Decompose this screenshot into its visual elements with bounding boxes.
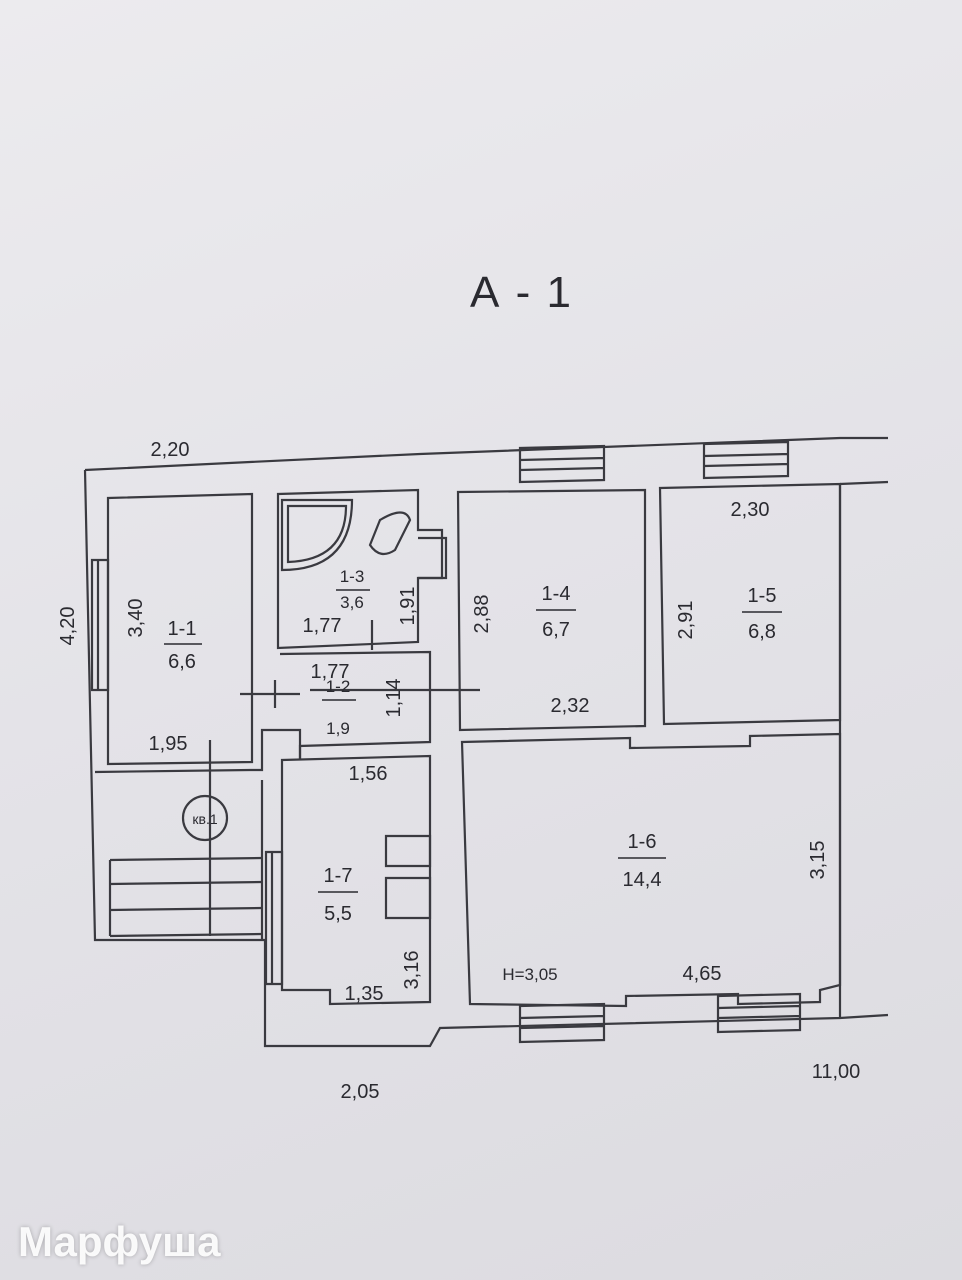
dim: 1,77 <box>303 615 342 637</box>
dim: 2,30 <box>731 499 770 521</box>
room-area: 3,6 <box>340 593 364 612</box>
dim: 1,35 <box>345 983 384 1005</box>
room-area: 5,5 <box>324 903 352 925</box>
walls <box>83 436 889 1048</box>
room-area: 1,9 <box>326 719 350 738</box>
watermark: Марфуша <box>18 1218 221 1265</box>
dim: 1,95 <box>149 733 188 755</box>
dim: 4,65 <box>683 963 722 985</box>
room-area: 6,7 <box>542 619 570 641</box>
room-area: 6,8 <box>748 621 776 643</box>
room-id: 1-5 <box>748 585 777 607</box>
dim: 1,77 <box>311 661 350 683</box>
dim: 1,91 <box>397 587 419 626</box>
ceiling-height: H=3,05 <box>502 965 557 984</box>
dim: 3,16 <box>401 951 423 990</box>
room-id: 1-2 <box>326 677 351 696</box>
room-id: 1-1 <box>168 618 197 640</box>
dim: 2,20 <box>151 439 190 461</box>
room-area: 14,4 <box>623 869 662 891</box>
room-id: 1-4 <box>542 583 571 605</box>
dim: 1,56 <box>349 763 388 785</box>
room-area: 6,6 <box>168 651 196 673</box>
dimension-labels: 2,20 4,20 3,40 1,95 1,77 1,91 1,77 1,14 … <box>57 439 860 1103</box>
dim: 2,91 <box>675 601 697 640</box>
dim: 11,00 <box>812 1061 861 1083</box>
plan-title: А - 1 <box>470 268 573 317</box>
dim: 2,88 <box>471 595 493 634</box>
dim: 4,20 <box>57 607 79 646</box>
entrance-label: кв.1 <box>192 811 217 827</box>
dim: 3,40 <box>125 599 147 638</box>
dim: 2,32 <box>551 695 590 717</box>
dim: 2,05 <box>341 1081 380 1103</box>
dim: 3,15 <box>807 841 829 880</box>
room-id: 1-6 <box>628 831 657 853</box>
room-id: 1-3 <box>340 567 365 586</box>
room-id: 1-7 <box>324 865 353 887</box>
room-labels: 1-1 6,6 1-2 1,9 1-3 3,6 1-4 6,7 1-5 6,8 … <box>164 567 782 984</box>
dim: 1,14 <box>383 679 405 718</box>
